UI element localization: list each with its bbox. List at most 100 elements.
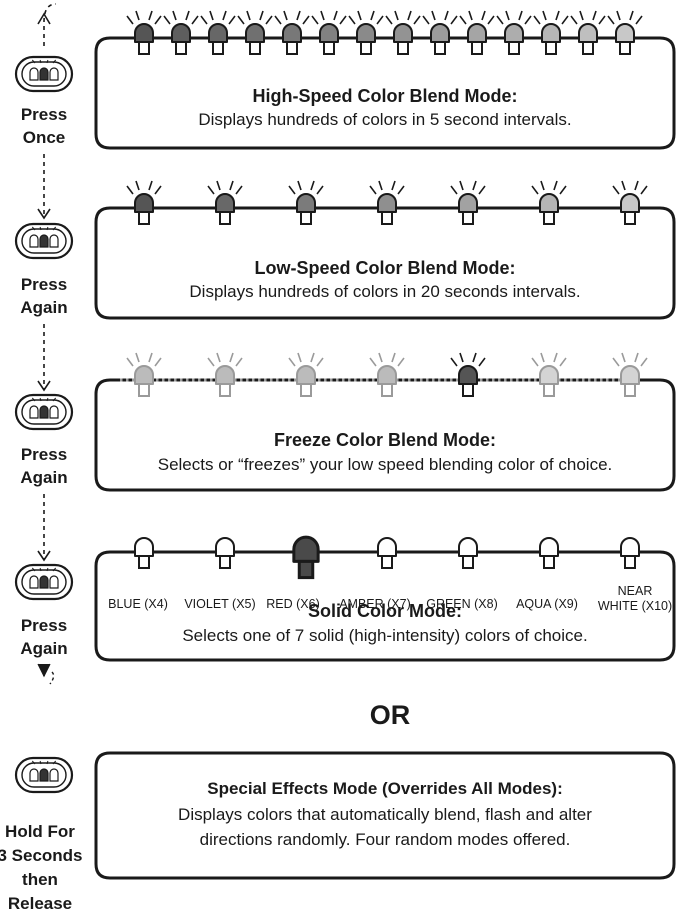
press-word: Press (20, 616, 68, 635)
button-icon (14, 55, 74, 93)
light-ray (274, 15, 282, 25)
light-ray (579, 10, 584, 21)
bulb-base (462, 211, 474, 225)
button-ray (39, 397, 42, 402)
light-ray (592, 10, 597, 21)
press-word: Press (20, 105, 68, 124)
light-ray (320, 10, 325, 21)
special-description-line-1: Displays colors that automatically blend… (178, 805, 592, 824)
bulb-lens (467, 23, 487, 43)
light-ray (496, 15, 504, 25)
light-ray (555, 10, 560, 21)
arrow-head (37, 12, 51, 25)
light-ray (391, 180, 396, 191)
bulb-base (360, 41, 372, 55)
bulb-icon (377, 537, 397, 569)
bulb-lens (377, 193, 397, 213)
bulb-icon (288, 352, 324, 397)
light-ray (518, 10, 523, 21)
light-ray (607, 15, 615, 25)
button-bulb (39, 67, 49, 81)
press-word: Press (20, 445, 68, 464)
bulb-lens (430, 23, 450, 43)
bulb-icon (531, 352, 567, 397)
bulb-lens (620, 193, 640, 213)
bulb-lens (504, 23, 524, 43)
bulb-lens (393, 23, 413, 43)
bulb-base (249, 41, 261, 55)
bulb-base (619, 41, 631, 55)
bulb-lens (296, 365, 316, 385)
button-ray (31, 567, 36, 572)
light-ray (265, 15, 273, 25)
color-label-aqua: AQUA (X9) (516, 597, 578, 611)
button-bulb (29, 67, 39, 81)
button-inner-ring (21, 762, 67, 788)
light-ray (391, 352, 396, 363)
bulb-lens (319, 23, 339, 43)
light-ray (311, 15, 319, 25)
bulb-base (297, 559, 315, 580)
or-divider-label: OR (369, 700, 411, 730)
light-ray (450, 185, 458, 195)
light-ray (621, 352, 626, 363)
hold-line: Hold For (5, 822, 75, 841)
button-bulb (29, 575, 39, 589)
mode-2-title: Low-Speed Color Blend Mode: (254, 258, 516, 278)
light-ray (135, 180, 140, 191)
light-ray (559, 357, 567, 367)
light-ray (246, 10, 251, 21)
light-ray (333, 10, 338, 21)
light-ray (154, 185, 162, 195)
light-ray (235, 357, 243, 367)
bulb-lens (539, 537, 559, 557)
bulb-base (300, 211, 312, 225)
button-ray (31, 397, 36, 402)
bulb-lens (134, 193, 154, 213)
bulb-base (300, 383, 312, 397)
bulb-icon (292, 535, 320, 580)
bulb-base (138, 211, 150, 225)
mode-3-box (94, 378, 676, 492)
light-ray (612, 357, 620, 367)
button-inner-ring (21, 569, 67, 595)
light-ray (228, 15, 236, 25)
light-ray (459, 15, 467, 25)
bulb-icon (126, 180, 162, 225)
special-description-line-2: directions randomly. Four random modes o… (199, 830, 571, 849)
light-ray (478, 357, 486, 367)
bulb-base (323, 41, 335, 55)
bulb-base (175, 41, 187, 55)
button-ray (52, 567, 57, 572)
light-ray (472, 180, 477, 191)
bulb-lens (215, 537, 235, 557)
light-ray (135, 352, 140, 363)
bulb-icon (459, 10, 495, 55)
button-bulb (49, 575, 59, 589)
light-ray (378, 352, 383, 363)
bulb-icon (458, 537, 478, 569)
arrow-head (37, 550, 51, 562)
mode-3-press-label: Press Again (0, 443, 88, 489)
bulb-lens (541, 23, 561, 43)
light-ray (163, 15, 171, 25)
bulb-base (381, 211, 393, 225)
bulb-lens (458, 365, 478, 385)
bulb-icon (531, 180, 567, 225)
light-ray (126, 15, 134, 25)
bulb-base (624, 383, 636, 397)
light-ray (478, 185, 486, 195)
bulb-lens (620, 365, 640, 385)
light-ray (621, 180, 626, 191)
mode-2-box (94, 206, 676, 320)
bulb-base (543, 555, 555, 569)
light-ray (369, 185, 377, 195)
bulb-base (434, 41, 446, 55)
light-ray (413, 15, 421, 25)
light-ray (459, 180, 464, 191)
button-ray (52, 397, 57, 402)
light-ray (487, 15, 495, 25)
button-ray (39, 59, 42, 64)
light-ray (561, 15, 569, 25)
